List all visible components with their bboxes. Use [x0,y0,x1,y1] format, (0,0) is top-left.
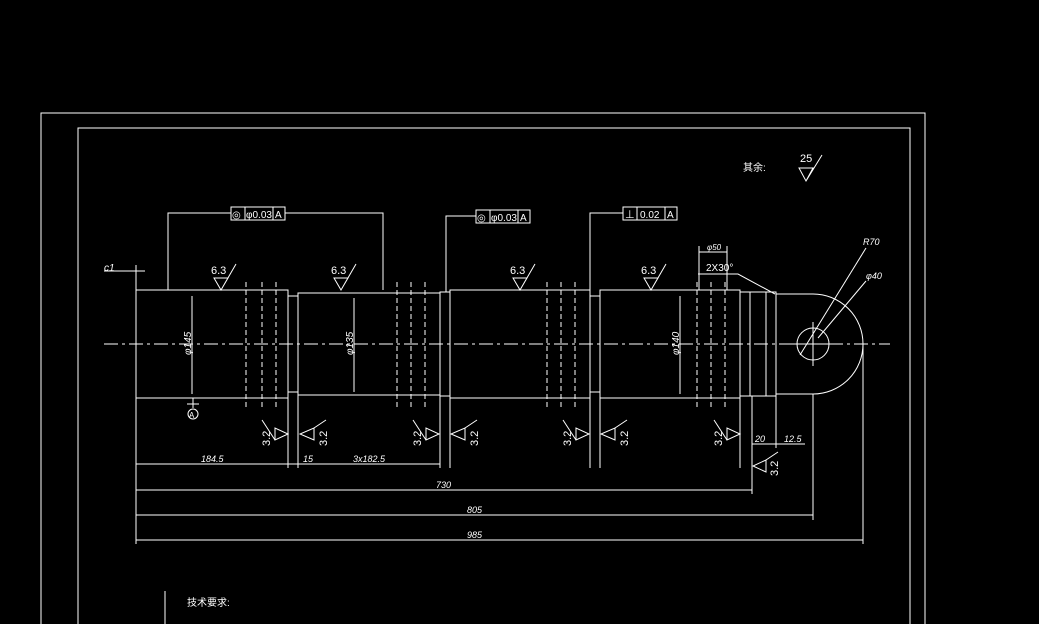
bot-rough-3: 3.2 [412,431,424,446]
dim-15: 15 [303,454,314,464]
bottom-roughness-symbols: 3.2 3.2 3.2 3.2 3.2 3.2 3.2 3.2 [261,419,781,476]
bot-rough-2: 3.2 [318,431,330,446]
tol2-symbol: ◎ [477,213,486,224]
sheet-outer-border [40,112,926,624]
sheet-inner-border [77,127,911,624]
bot-rough-4: 3.2 [469,431,481,446]
radius-r70-label: R70 [863,237,880,247]
top-rough-1: 6.3 [211,265,226,277]
roughness-note-value: 25 [800,153,812,165]
hole-phi40-label: φ40 [866,271,882,281]
tolerance-frame-2: ◎ φ0.03 A [445,209,531,292]
tol3-datum: A [667,210,674,221]
tol1-datum: A [275,210,282,221]
tolerance-frame-1: ◎ φ0.03 A [167,206,384,290]
dim-985: 985 [467,530,483,540]
datum-a-marker [187,408,199,420]
diameter-label-3: φ140 [671,331,682,355]
top-rough-3: 6.3 [510,265,525,277]
tol2-datum: A [520,213,527,224]
top-rough-2: 6.3 [331,265,346,277]
bot-rough-5: 3.2 [562,431,574,446]
dim-20: 20 [754,434,765,444]
dimension-lines: 184.5 15 3x182.5 20 12.5 730 805 985 [136,434,863,541]
tol3-value: 0.02 [640,210,660,221]
diameter-label-2: φ135 [345,331,356,355]
tol2-value: φ0.03 [491,213,517,224]
top-roughness-symbols: 6.3 6.3 6.3 6.3 [211,263,667,291]
dim-184-5: 184.5 [201,454,225,464]
roughness-note-label: 其余: [743,161,766,174]
phi50-label: φ50 [707,243,722,252]
bot-rough-6: 3.2 [619,431,631,446]
datum-label: A [189,411,195,420]
dim-730: 730 [436,480,451,490]
tech-requirements-title: 技术要求: [187,596,230,609]
bot-rough-1: 3.2 [261,431,273,446]
chamfer-label: c1 [104,263,115,274]
dim-3x182-5: 3x182.5 [353,454,386,464]
bot-rough-8: 3.2 [769,461,781,476]
roughness-symbol-icon [798,154,823,183]
tol1-symbol: ◎ [232,210,241,221]
tolerance-frame-3: ⊥ 0.02 A [589,206,678,290]
tol1-value: φ0.03 [246,210,272,221]
diameter-label-1: φ145 [183,331,194,355]
tol3-symbol: ⊥ [625,209,635,221]
bot-rough-7: 3.2 [713,431,725,446]
chamfer-angle-label: 2X30° [706,263,733,274]
groove-dashed-lines [245,282,726,408]
shaft-body [135,289,864,399]
dim-12-5: 12.5 [784,434,803,444]
top-rough-4: 6.3 [641,265,656,277]
dim-805: 805 [467,505,483,515]
extension-lines [135,344,864,544]
